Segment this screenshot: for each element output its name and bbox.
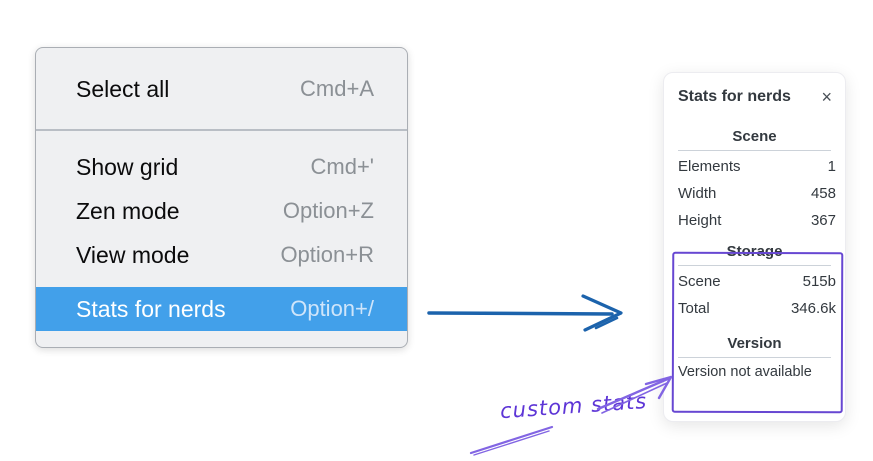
purple-arrow-tail-sketch: [473, 430, 550, 456]
menu-item-show-grid[interactable]: Show grid Cmd+': [36, 145, 407, 189]
menu-item-shortcut: Option+Z: [282, 198, 374, 223]
menu-section-bottom: Show grid Cmd+' Zen mode Option+Z View m…: [36, 131, 407, 331]
blue-arrow-head-sketch: [594, 316, 619, 330]
menu-item-shortcut: Cmd+': [310, 154, 375, 179]
stats-panel: Stats for nerds × Scene Elements 1 Width…: [663, 72, 846, 422]
stat-row-height: Height 367: [678, 207, 836, 234]
version-note: Version not available: [678, 364, 812, 380]
section-divider: [678, 150, 831, 151]
blue-arrow-shaft: [427, 311, 614, 316]
menu-section-top: Select all Cmd+A: [36, 48, 407, 112]
stat-label: Height: [678, 212, 722, 229]
purple-arrow-tail: [469, 425, 554, 455]
scene-rows: Elements 1 Width 458 Height 367: [664, 153, 845, 234]
purple-arrow-shaft: [596, 376, 672, 411]
stat-value: 367: [810, 212, 836, 229]
context-menu: Select all Cmd+A Show grid Cmd+' Zen mod…: [35, 47, 408, 348]
annotation-label: custom stats: [499, 388, 648, 424]
blue-arrow-head: [581, 294, 623, 332]
stats-panel-title: Stats for nerds: [678, 88, 791, 105]
storage-section-heading: Storage: [726, 243, 783, 260]
menu-item-select-all[interactable]: Select all Cmd+A: [36, 66, 407, 112]
stat-row-elements: Elements 1: [678, 153, 836, 180]
menu-item-stats-for-nerds[interactable]: Stats for nerds Option+/: [36, 287, 407, 331]
menu-item-view-mode[interactable]: View mode Option+R: [36, 233, 407, 277]
stat-row-total-size: Total 346.6k: [678, 295, 836, 322]
storage-rows: Scene 515b Total 346.6k: [664, 268, 845, 322]
menu-divider: [36, 129, 407, 131]
menu-item-label: View mode: [76, 241, 190, 268]
menu-item-label: Zen mode: [76, 197, 180, 224]
menu-item-shortcut: Option+/: [290, 296, 374, 321]
menu-item-label: Show grid: [76, 153, 179, 180]
menu-item-shortcut: Cmd+A: [300, 76, 374, 101]
stats-panel-header: Stats for nerds ×: [664, 73, 845, 106]
stat-label: Width: [678, 185, 717, 202]
menu-item-label: Stats for nerds: [76, 295, 226, 322]
stat-row-scene-size: Scene 515b: [678, 268, 836, 295]
stat-label: Elements: [678, 158, 741, 175]
menu-item-shortcut: Option+R: [280, 242, 374, 267]
stat-value: 1: [827, 158, 836, 175]
stat-value: 515b: [802, 273, 836, 290]
menu-item-zen-mode[interactable]: Zen mode Option+Z: [36, 189, 407, 233]
stat-row-width: Width 458: [678, 180, 836, 207]
stat-value: 346.6k: [790, 300, 836, 317]
menu-item-label: Select all: [76, 75, 170, 102]
stat-label: Scene: [678, 273, 721, 290]
purple-arrow-shaft-sketch: [601, 382, 668, 414]
section-divider: [678, 265, 831, 266]
scene-section-heading: Scene: [732, 128, 777, 145]
close-icon[interactable]: ×: [821, 87, 832, 107]
section-divider: [678, 357, 831, 358]
stat-label: Total: [678, 300, 710, 317]
stat-value: 458: [810, 185, 836, 202]
version-section-heading: Version: [727, 335, 782, 352]
